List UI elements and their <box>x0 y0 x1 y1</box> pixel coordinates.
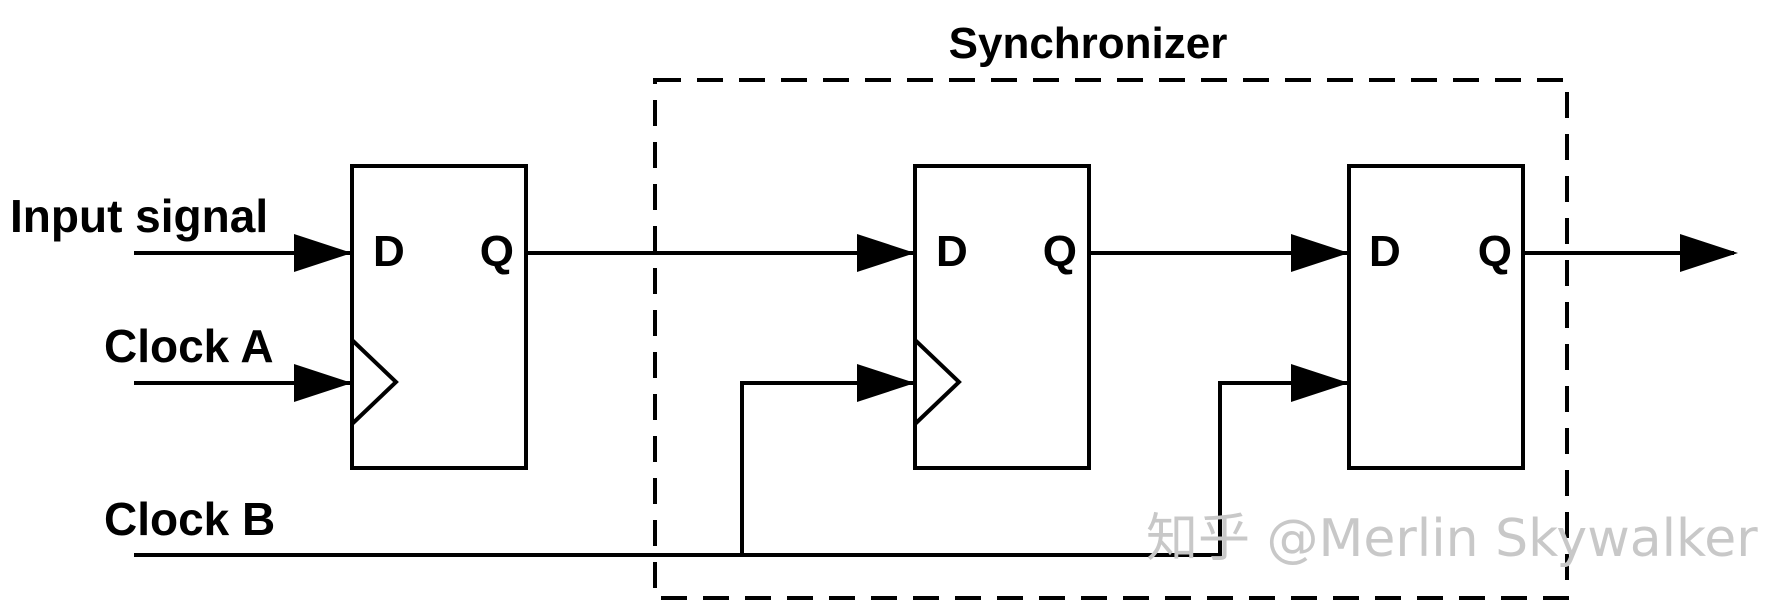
clock-b-to-ff2-wire <box>740 381 913 555</box>
ff2-d-arrow <box>857 234 915 272</box>
ff2-d-pin: D <box>936 227 968 276</box>
input-signal-arrow <box>294 234 352 272</box>
ff1-d-pin: D <box>373 227 405 276</box>
flip-flop-1: D Q <box>350 164 528 470</box>
ff2-clock-pin <box>913 338 962 426</box>
ff3-q-pin: Q <box>1478 227 1512 276</box>
ff1-clock-pin <box>350 338 399 426</box>
synchronizer-title: Synchronizer <box>949 19 1228 68</box>
clock-b-label: Clock B <box>104 493 275 545</box>
flip-flop-2: D Q <box>913 164 1091 470</box>
flip-flop-3: D Q <box>1347 164 1525 470</box>
ff3-d-pin: D <box>1369 227 1401 276</box>
output-arrow <box>1680 234 1738 272</box>
input-signal-label: Input signal <box>10 190 268 242</box>
ff3-d-arrow <box>1291 234 1349 272</box>
clock-a-label: Clock A <box>104 320 274 372</box>
watermark-text: 知乎 @Merlin Skywalker <box>1146 509 1758 569</box>
ff2-clock-arrow <box>857 364 915 402</box>
ff2-q-pin: Q <box>1043 227 1077 276</box>
ff3-clock-arrow <box>1291 364 1349 402</box>
ff1-q-pin: Q <box>480 227 514 276</box>
clock-a-arrow <box>294 364 352 402</box>
